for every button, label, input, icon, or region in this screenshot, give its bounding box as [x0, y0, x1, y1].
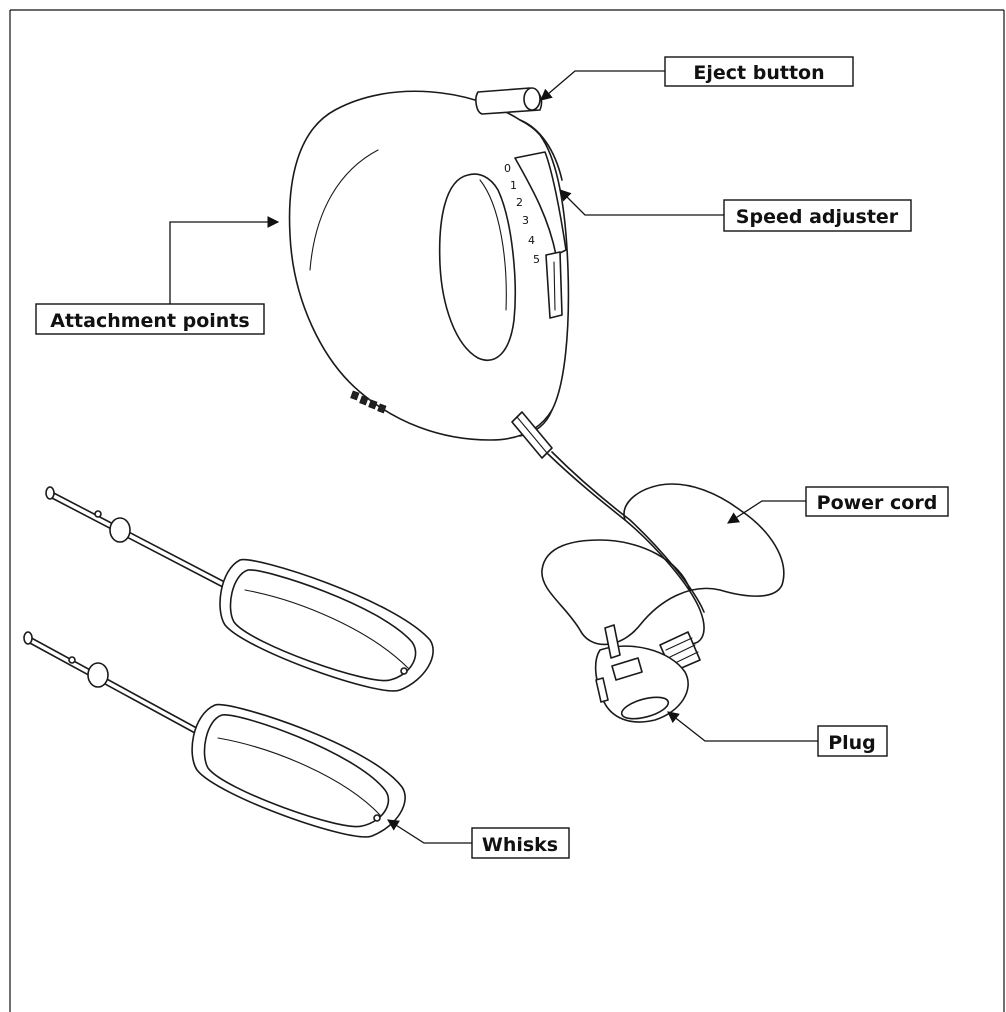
eject-button-part — [476, 88, 542, 114]
label-attachment-points: Attachment points — [50, 310, 249, 332]
label-eject-button: Eject button — [693, 62, 824, 84]
callout-eject-button: Eject button — [541, 57, 853, 100]
dial-number: 2 — [516, 196, 523, 209]
label-plug: Plug — [828, 732, 876, 754]
plug-part — [596, 625, 700, 723]
label-speed-adjuster: Speed adjuster — [736, 206, 899, 228]
callout-whisks: Whisks — [388, 820, 569, 858]
mixer-body — [290, 91, 569, 458]
callout-attachment-points: Attachment points — [36, 222, 278, 334]
label-power-cord: Power cord — [817, 492, 938, 514]
dial-number: 5 — [533, 253, 540, 266]
callout-power-cord: Power cord — [728, 487, 948, 523]
power-cord-part — [542, 452, 784, 644]
callout-speed-adjuster: Speed adjuster — [560, 190, 911, 231]
dial-number: 1 — [510, 179, 517, 192]
whisk-upper — [46, 487, 433, 691]
dial-number: 3 — [522, 214, 529, 227]
dial-number: 4 — [528, 234, 535, 247]
label-whisks: Whisks — [482, 834, 558, 856]
callout-plug: Plug — [668, 712, 887, 756]
dial-number: 0 — [504, 162, 511, 175]
